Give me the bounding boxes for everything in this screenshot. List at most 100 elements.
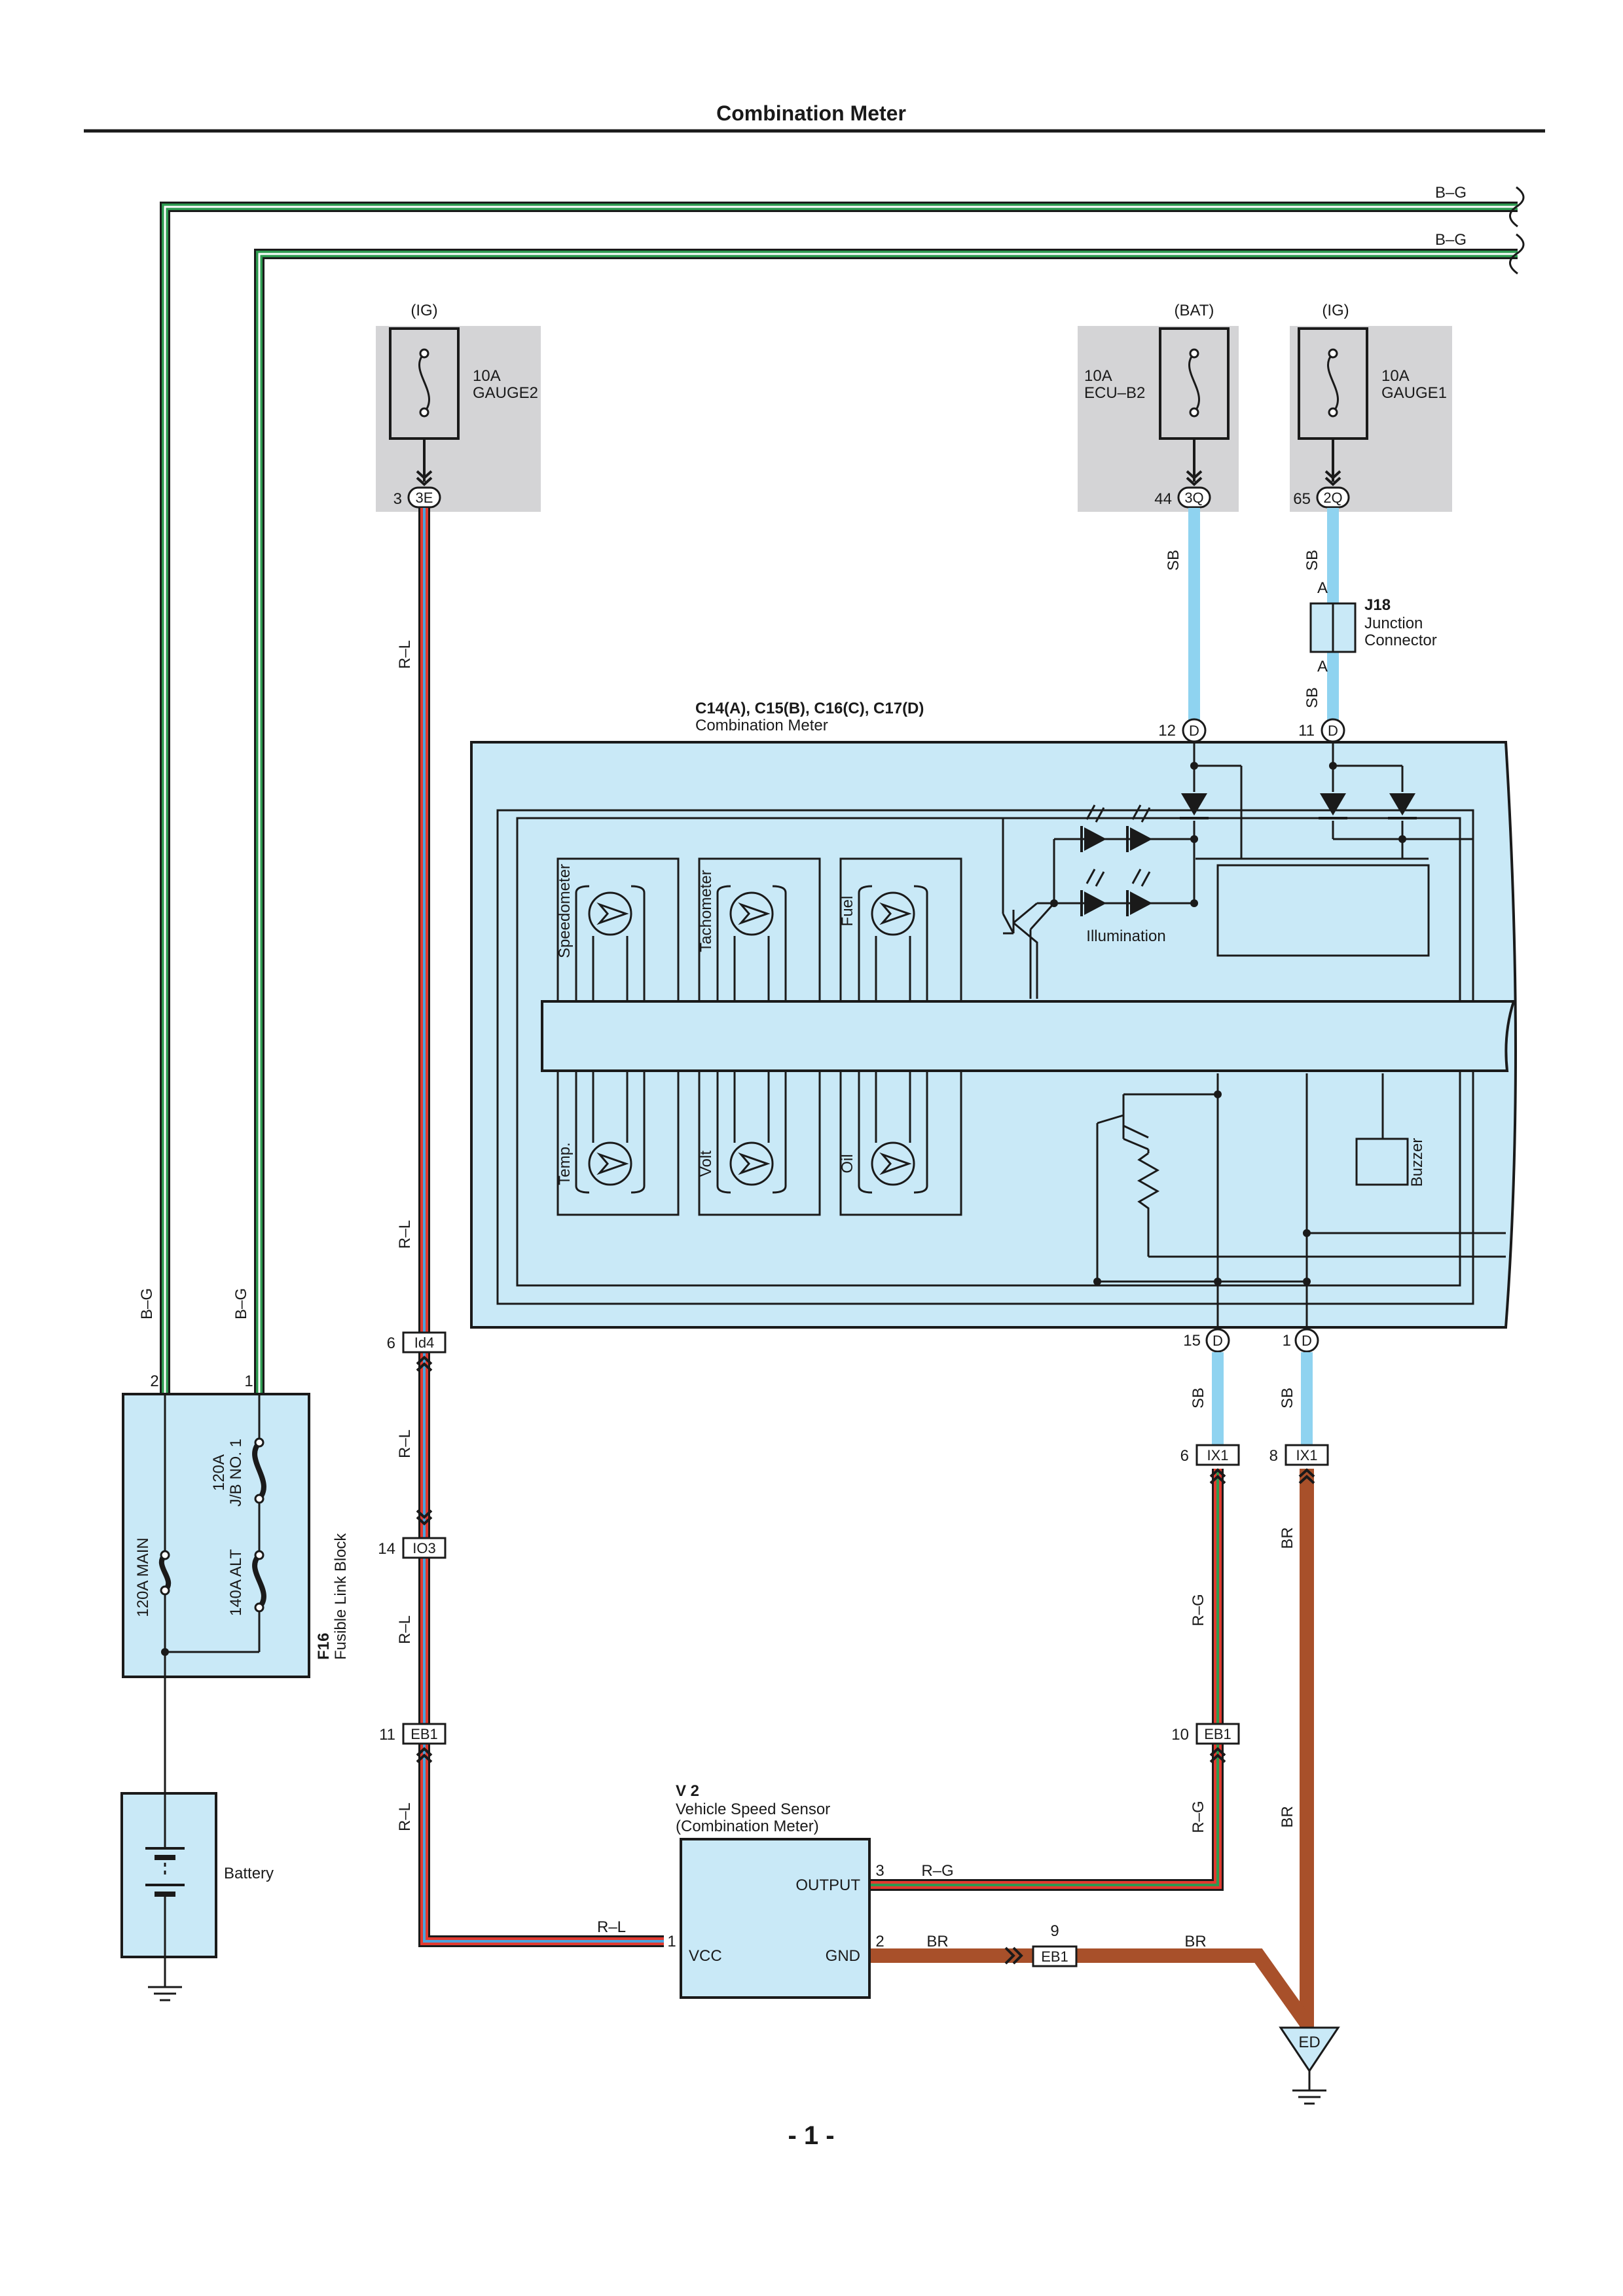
connector-ix1-a xyxy=(1195,1444,1240,1484)
meter-pin-15-label: D xyxy=(1213,1333,1223,1349)
battery xyxy=(120,1792,217,1958)
battery-cells xyxy=(145,1793,185,1957)
meter-pin-11-number: 11 xyxy=(1298,722,1315,740)
connector-eb1-gnd-label: EB1 xyxy=(1041,1948,1068,1965)
rg-wire xyxy=(869,1469,1224,1891)
connector-io3-pin: 14 xyxy=(378,1540,395,1558)
diode-d1 xyxy=(1181,793,1207,816)
fusible-alt xyxy=(252,1553,266,1609)
connector-eb1-gnd-pin: 9 xyxy=(1050,1922,1059,1940)
sensor-pin-vcc: 1 xyxy=(667,1933,676,1950)
fusible-name: Fusible Link Block xyxy=(332,1533,350,1660)
sensor-pin-gnd: 2 xyxy=(875,1933,884,1950)
wire-color-rl-5: R–L xyxy=(396,1803,414,1831)
connector-io3-label: IO3 xyxy=(412,1540,435,1556)
meter-code: C14(A), C15(B), C16(C), C17(D) xyxy=(695,700,924,717)
diode-d2 xyxy=(1320,793,1346,816)
connector-id4-pin: 6 xyxy=(387,1335,395,1352)
wire-color-bg-bottom: B–G xyxy=(1435,231,1467,249)
fuse-amp-gauge1: 10A xyxy=(1381,367,1410,385)
sensor-gnd-label: GND xyxy=(826,1947,860,1965)
meter-pin-15-number: 15 xyxy=(1183,1332,1201,1350)
ground-ed-label: ED xyxy=(1298,2034,1320,2051)
fusible-jb-amp: 120A xyxy=(210,1454,228,1491)
sensor-pin-output: 3 xyxy=(875,1862,884,1880)
ground-ed-symbol xyxy=(1291,2080,1328,2105)
wire-color-bg-left: B–G xyxy=(138,1288,156,1319)
speedometer-gauge xyxy=(575,885,646,1001)
wire-color-bg-right: B–G xyxy=(232,1288,250,1319)
fusible-pin-left: 2 xyxy=(150,1372,158,1390)
connector-eb1-right-pin: 10 xyxy=(1171,1726,1189,1744)
connector-2q xyxy=(1316,486,1350,509)
junction-code: J18 xyxy=(1364,596,1391,614)
fuse-name-gauge1: GAUGE1 xyxy=(1381,384,1447,402)
wire-color-rg-1: R–G xyxy=(1190,1594,1207,1626)
junction-name-1: Junction xyxy=(1364,615,1423,632)
diode-d3 xyxy=(1389,793,1415,816)
connector-ix1-a-label: IX1 xyxy=(1207,1447,1228,1463)
wire-break-bottom xyxy=(1509,233,1525,275)
wire-color-br-1: BR xyxy=(1279,1527,1296,1549)
fuse-element-gauge1 xyxy=(1327,352,1339,413)
connector-ix1-b-label: IX1 xyxy=(1296,1447,1317,1463)
fusible-jb-name: J/B NO. 1 xyxy=(227,1439,245,1507)
connector-eb1-left-label: EB1 xyxy=(410,1726,438,1742)
buzzer-label: Buzzer xyxy=(1408,1138,1426,1187)
rl-wire xyxy=(418,508,664,1947)
fuse-supply-gauge1: (IG) xyxy=(1322,302,1349,319)
fuse-name-ecu-b2: ECU–B2 xyxy=(1084,384,1145,402)
gauge-frames-top xyxy=(556,857,962,1001)
fusible-main-label: 120A MAIN xyxy=(134,1537,152,1617)
fuse-element-gauge2 xyxy=(418,352,430,413)
battery-ground-symbol xyxy=(147,1977,183,2001)
bg-wire-inner xyxy=(254,249,1518,1394)
connector-id4-label: Id4 xyxy=(414,1335,435,1351)
wire-color-br-2: BR xyxy=(1279,1806,1296,1827)
transistor-top xyxy=(1003,902,1038,999)
volt-gauge xyxy=(716,1071,787,1194)
page-number: - 1 - xyxy=(788,2121,834,2150)
fuse-box-ecu-b2 xyxy=(1078,326,1239,512)
fuse-supply-gauge2: (IG) xyxy=(410,302,437,319)
transistor-bottom xyxy=(1097,1114,1149,1139)
meter-pin-1-label: D xyxy=(1302,1333,1312,1349)
wire-color-rl-4: R–L xyxy=(396,1615,414,1644)
junction-pin-bottom: A xyxy=(1317,658,1328,675)
fuse-amp-gauge2: 10A xyxy=(473,367,501,385)
meter-internal-wiring xyxy=(496,742,1506,1327)
wire-color-rl-6: R–L xyxy=(597,1918,626,1936)
gauge-frames-bottom xyxy=(556,1071,962,1216)
meter-pin-12-number: 12 xyxy=(1158,722,1176,740)
wire-color-rg-2: R–G xyxy=(1190,1801,1207,1833)
wire-color-br-3: BR xyxy=(926,1933,948,1950)
fuse-supply-ecu-b2: (BAT) xyxy=(1175,302,1214,319)
fusible-alt-label: 140A ALT xyxy=(227,1549,245,1617)
sensor-output-label: OUTPUT xyxy=(795,1876,860,1894)
tachometer-gauge xyxy=(716,885,787,1001)
connector-2q-label: 2Q xyxy=(1323,490,1342,506)
connector-ix1-b-pin: 8 xyxy=(1269,1447,1278,1465)
fuse-box-gauge1 xyxy=(1290,326,1452,512)
sensor-name: Vehicle Speed Sensor xyxy=(676,1801,830,1818)
wire-color-rl-1: R–L xyxy=(396,640,414,669)
fusible-link-block xyxy=(122,1393,310,1678)
wire-color-sb-5: SB xyxy=(1279,1388,1296,1408)
vehicle-speed-sensor xyxy=(680,1838,871,1999)
sensor-code: V 2 xyxy=(676,1782,699,1800)
meter-pin-12-label: D xyxy=(1189,723,1199,739)
wire-color-sb-1: SB xyxy=(1165,550,1182,571)
fuse-name-gauge2: GAUGE2 xyxy=(473,384,538,402)
bg-wire-outer xyxy=(160,202,1518,1394)
wire-color-sb-2: SB xyxy=(1304,550,1321,571)
connector-id4 xyxy=(402,1331,447,1372)
connector-eb1-gnd xyxy=(1004,1945,1078,1967)
connector-2q-pin: 65 xyxy=(1293,490,1311,508)
meter-pin-15 xyxy=(1205,1328,1230,1353)
illumination-label: Illumination xyxy=(1086,927,1165,945)
connector-3e-pin: 3 xyxy=(393,490,402,508)
wire-color-sb-3: SB xyxy=(1304,687,1321,708)
meter-pin-1-number: 1 xyxy=(1283,1332,1291,1350)
meter-bus-bar xyxy=(541,1000,1516,1072)
fusible-pin-right: 1 xyxy=(244,1372,253,1390)
